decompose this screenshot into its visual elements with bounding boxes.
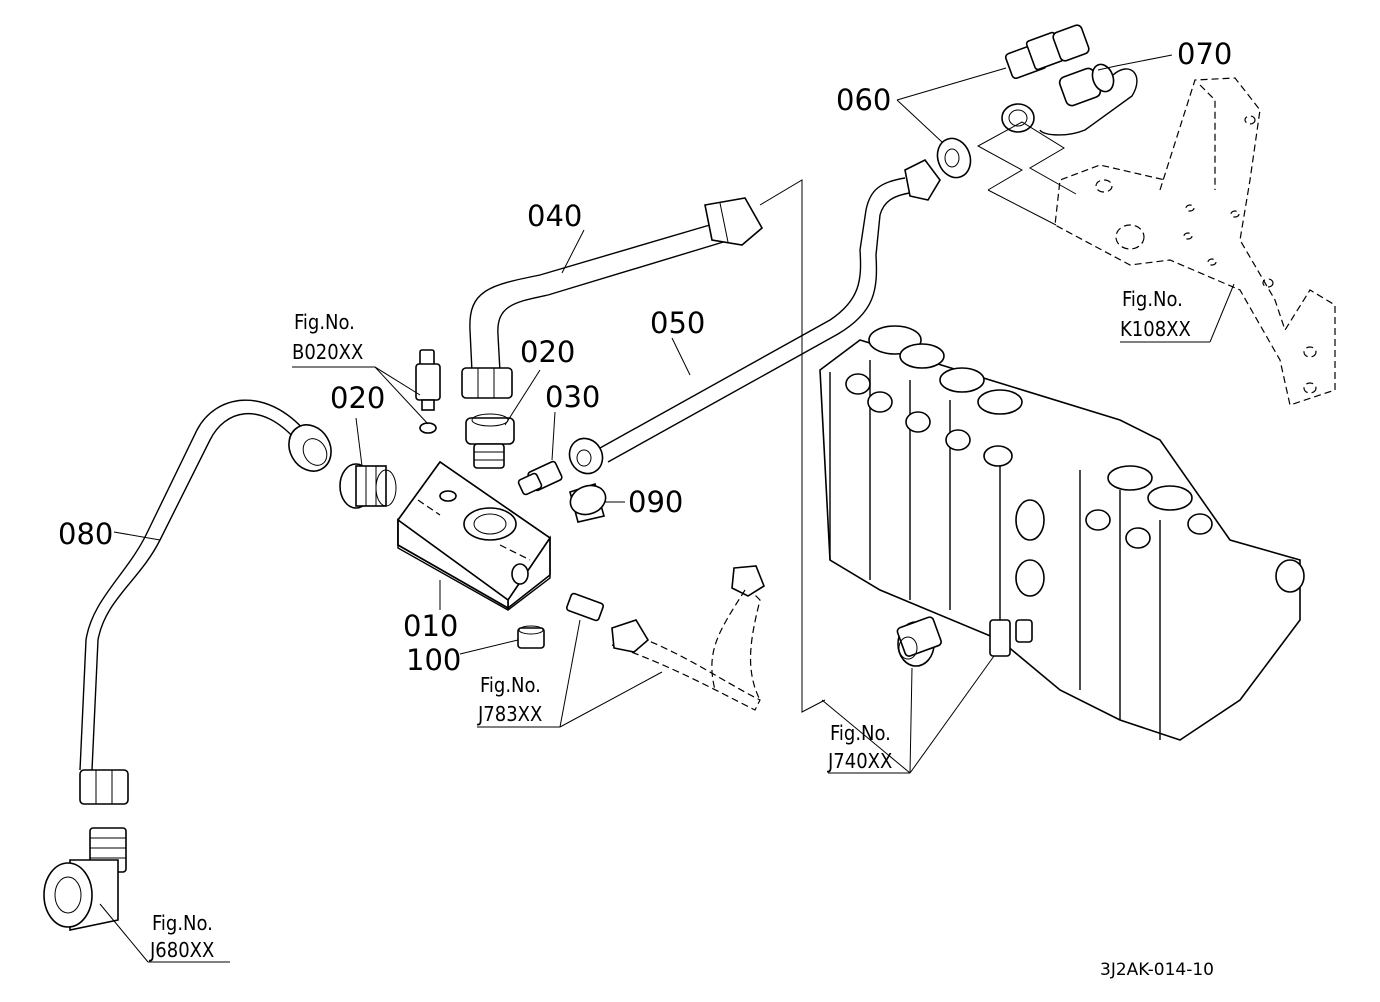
plug-090	[569, 482, 607, 523]
label-050: 050	[650, 306, 705, 340]
figure-refs: Fig.No. B020XX Fig.No. J783XX Fig.No. J7…	[149, 287, 1191, 962]
label-090: 090	[628, 485, 683, 519]
coupler-060	[936, 24, 1090, 179]
label-010: 010	[403, 609, 458, 643]
block-010	[396, 460, 552, 611]
fig-caption-j740: Fig.No.	[830, 721, 891, 745]
part-labels: 070 060 040 050 020 030 020 090 080 010 …	[58, 37, 1232, 677]
adapter-020-upper	[465, 413, 515, 469]
fig-caption-k108: Fig.No.	[1122, 287, 1183, 311]
plug-100	[517, 625, 545, 649]
fig-code-b020: B020XX	[292, 340, 363, 364]
pipe-040	[461, 197, 764, 399]
fig-caption-b020: Fig.No.	[294, 310, 355, 334]
label-060: 060	[836, 83, 891, 117]
fitting-j783	[565, 565, 765, 711]
label-080: 080	[58, 517, 113, 551]
dust-cap-070	[1001, 63, 1138, 136]
label-070: 070	[1177, 37, 1232, 71]
fig-code-j783: J783XX	[477, 702, 542, 726]
label-020-left: 020	[330, 381, 385, 415]
label-040: 040	[527, 199, 582, 233]
fig-code-j680: J680XX	[149, 938, 214, 962]
label-100: 100	[406, 643, 461, 677]
bracket-k108	[976, 77, 1336, 406]
control-valve-assembly	[819, 325, 1305, 741]
elbow-fitting	[43, 827, 127, 931]
label-020-upper: 020	[520, 335, 575, 369]
leader-lines	[99, 54, 1235, 963]
pipe-050	[568, 158, 941, 475]
fig-caption-j680: Fig.No.	[152, 911, 213, 935]
separator-line	[759, 179, 826, 713]
fig-caption-j783: Fig.No.	[480, 673, 541, 697]
adapter-020-left	[339, 463, 397, 509]
pressure-switch	[415, 349, 441, 434]
drawing-code: 3J2AK-014-10	[1100, 960, 1214, 980]
fig-code-j740: J740XX	[827, 749, 892, 773]
fig-code-k108: K108XX	[1120, 317, 1191, 341]
nipple-030	[517, 460, 563, 496]
pipe-080	[79, 399, 332, 805]
label-030: 030	[545, 380, 600, 414]
fitting-j740	[896, 616, 942, 667]
